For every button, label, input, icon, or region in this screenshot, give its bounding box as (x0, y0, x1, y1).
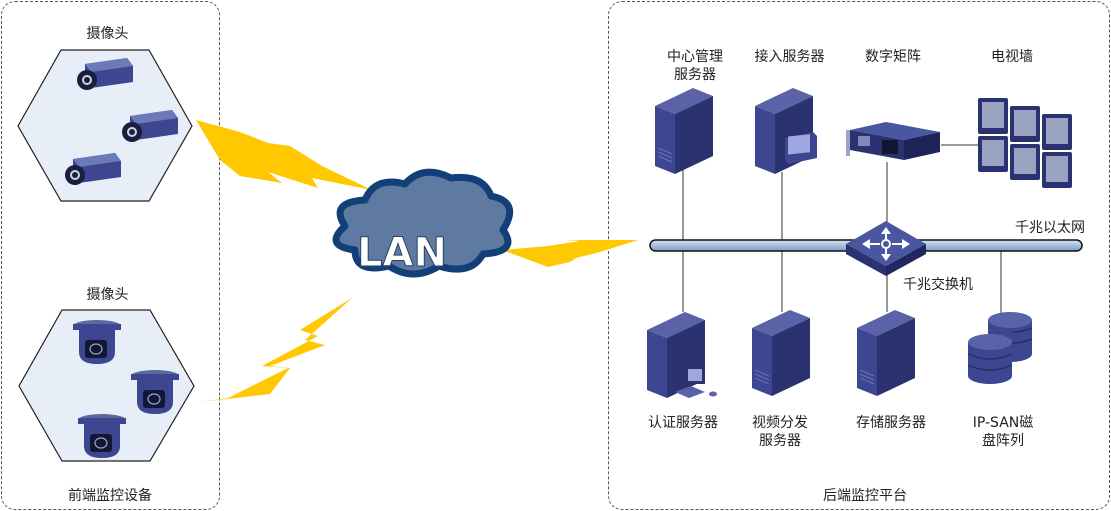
ethernet-bus-label: 千兆以太网 (1015, 220, 1085, 236)
device-label-storage-server: 存储服务器 (856, 415, 926, 431)
switch-icon (846, 221, 926, 276)
camera-group-label-bottom: 摄像头 (86, 287, 129, 303)
label-line: 服务器 (674, 67, 716, 83)
device-label-center-management: 中心管理 服务器 (650, 48, 740, 84)
switch-label: 千兆交换机 (903, 277, 973, 293)
camera-group-label-top: 摄像头 (86, 26, 129, 42)
box-camera-icon (65, 153, 121, 185)
box-camera-icon (77, 58, 133, 90)
label-line: 服务器 (759, 433, 801, 449)
lightning-link-right-icon (502, 240, 638, 267)
label-line: IP-SAN磁 (972, 415, 1034, 431)
back-end-title: 后端监控平台 (823, 488, 907, 504)
lightning-link-bottom-icon (200, 298, 352, 402)
dome-camera-icon (131, 370, 179, 414)
device-label-tv-wall: 电视墙 (991, 49, 1033, 65)
lan-cloud-icon (332, 168, 514, 278)
server-tower-icon (752, 310, 810, 396)
camera-group-hexagon-bottom (18, 309, 195, 462)
box-camera-icon (122, 110, 178, 142)
server-tower-icon (857, 310, 915, 396)
dome-camera-icon (78, 414, 126, 458)
device-label-video-distribution: 视频分发 服务器 (740, 414, 820, 450)
device-label-ip-san: IP-SAN磁 盘阵列 (958, 414, 1048, 450)
front-end-title: 前端监控设备 (68, 488, 152, 504)
label-line: 盘阵列 (982, 433, 1024, 449)
device-label-digital-matrix: 数字矩阵 (865, 49, 921, 65)
back-end-group (608, 1, 1110, 510)
access-server-icon (755, 88, 817, 174)
device-label-access-server: 接入服务器 (754, 49, 825, 65)
lightning-link-top-icon (196, 120, 372, 190)
digital-matrix-icon (846, 122, 940, 160)
front-end-group (1, 1, 220, 510)
dome-camera-icon (73, 320, 121, 364)
auth-server-icon (647, 312, 717, 398)
lan-cloud-label: LAN (357, 230, 447, 276)
camera-group-hexagon-top (17, 49, 193, 202)
server-tower-icon (655, 88, 713, 174)
disk-array-icon (967, 312, 1033, 384)
label-line: 中心管理 (667, 49, 723, 65)
device-label-auth-server: 认证服务器 (648, 415, 718, 431)
label-line: 视频分发 (752, 415, 808, 431)
tv-wall-icon (978, 98, 1072, 188)
